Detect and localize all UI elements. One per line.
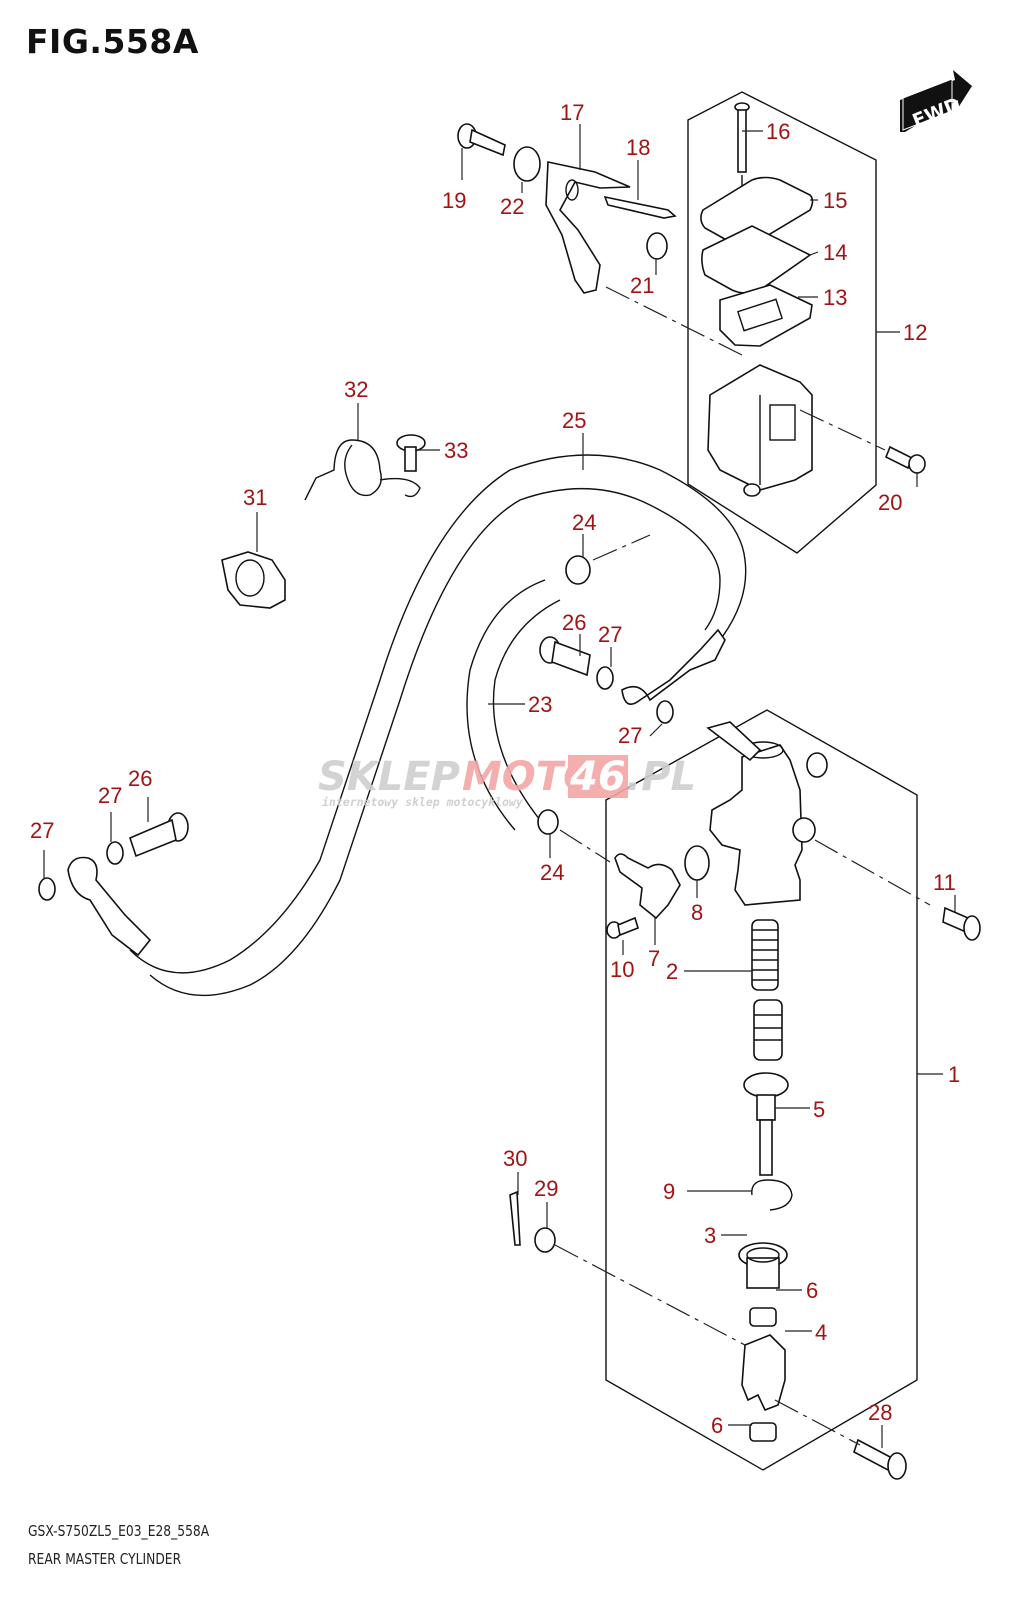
callout-19[interactable]: 19: [442, 188, 466, 213]
callout-20[interactable]: 20: [878, 490, 902, 515]
callout-10[interactable]: 10: [610, 957, 634, 982]
reservoir-hose-part: [466, 579, 561, 831]
callout-28[interactable]: 28: [868, 1400, 892, 1425]
leader-lines: [43, 124, 956, 1448]
callout-labels: 1 2 3 4 5 6 6 7 8 9 10 11 12 13 14 15 16…: [30, 100, 960, 1438]
callout-6-lower[interactable]: 6: [711, 1413, 723, 1438]
callout-24-lower[interactable]: 24: [540, 860, 564, 885]
grommet-part: [513, 146, 541, 182]
callout-21[interactable]: 21: [630, 273, 654, 298]
callout-29[interactable]: 29: [534, 1176, 558, 1201]
banjo-fitting-lower-part: [67, 856, 152, 957]
reservoir-bracket-part: [545, 161, 631, 294]
union-bolt-lower-part: [129, 812, 189, 858]
callout-27-far-left[interactable]: 27: [30, 818, 54, 843]
watermark-part4: .PL: [626, 754, 696, 800]
union-bolt-upper-part: [539, 636, 591, 677]
hose-clamp-31-part: [221, 551, 286, 609]
callout-13[interactable]: 13: [823, 285, 847, 310]
gasket-27b-part: [596, 666, 614, 690]
callout-11[interactable]: 11: [933, 870, 956, 895]
o-ring-part: [684, 845, 710, 881]
gasket-27d-part: [106, 841, 124, 865]
piston-spring-part: [751, 919, 783, 1061]
bracket-bolt-part: [457, 123, 506, 157]
callout-16[interactable]: 16: [766, 119, 790, 144]
watermark-part1: SKLEP: [318, 754, 460, 800]
clevis-pin-part: [853, 1438, 907, 1480]
callout-12[interactable]: 12: [903, 320, 927, 345]
callout-5[interactable]: 5: [813, 1097, 825, 1122]
diaphragm-plate-part: [719, 284, 813, 347]
bracket-cover-part: [603, 195, 677, 219]
screw-33-part: [396, 434, 426, 472]
callout-32[interactable]: 32: [344, 377, 368, 402]
callout-26-lower[interactable]: 26: [128, 766, 152, 791]
callout-2[interactable]: 2: [666, 959, 678, 984]
nut-upper-part: [749, 1307, 777, 1327]
callout-22[interactable]: 22: [500, 194, 524, 219]
model-code: GSX-S750ZL5_E03_E28_558A: [28, 1522, 210, 1540]
gasket-27a-part: [38, 877, 56, 901]
banjo-fitting-upper-part: [621, 628, 726, 706]
callout-1[interactable]: 1: [948, 1062, 960, 1087]
callout-27-right[interactable]: 27: [618, 723, 642, 748]
figure-name: REAR MASTER CYLINDER: [28, 1550, 182, 1568]
callout-31[interactable]: 31: [243, 485, 267, 510]
reservoir-group-outline: [687, 91, 877, 554]
callout-3[interactable]: 3: [704, 1223, 716, 1248]
master-cylinder-group-outline: [605, 709, 918, 1471]
hose-clamp-24-upper-part: [565, 555, 591, 585]
callout-26-upper[interactable]: 26: [562, 610, 586, 635]
mounting-bolt-part: [942, 906, 981, 941]
brake-hose-part: [129, 454, 747, 997]
washer-part: [534, 1227, 556, 1253]
callout-33[interactable]: 33: [444, 438, 468, 463]
watermark-tagline: internetowy sklep motocyklowy: [322, 795, 524, 809]
callout-27-upper[interactable]: 27: [598, 622, 622, 647]
connector-bolt-part: [606, 916, 639, 939]
push-rod-part: [743, 1072, 789, 1176]
callout-9[interactable]: 9: [663, 1179, 675, 1204]
callout-27-left[interactable]: 27: [98, 783, 122, 808]
callout-15[interactable]: 15: [823, 188, 847, 213]
hose-guide-spring-part: [304, 439, 421, 501]
circlip-part: [751, 1179, 793, 1211]
clevis-part: [741, 1334, 786, 1412]
master-cylinder-body-part: [709, 744, 803, 906]
gasket-27c-part: [656, 700, 674, 724]
watermark-part3: 46: [569, 754, 626, 800]
callout-7[interactable]: 7: [648, 946, 660, 971]
cotter-pin-part: [509, 1190, 521, 1246]
cushion-part: [646, 232, 668, 260]
callout-18[interactable]: 18: [626, 135, 650, 160]
callout-30[interactable]: 30: [503, 1146, 527, 1171]
forward-arrow-icon: FWD: [900, 70, 972, 133]
callout-6-upper[interactable]: 6: [806, 1278, 818, 1303]
callout-4[interactable]: 4: [815, 1320, 827, 1345]
hose-connector-part: [614, 853, 681, 920]
watermark: SKLEP MOTO 46 .PL internetowy sklep moto…: [318, 754, 696, 809]
callout-23[interactable]: 23: [528, 692, 552, 717]
callout-8[interactable]: 8: [691, 900, 703, 925]
boot-part: [738, 1242, 788, 1289]
figure-title: FIG.558A: [26, 22, 199, 61]
callout-14[interactable]: 14: [823, 240, 847, 265]
callout-17[interactable]: 17: [560, 100, 584, 125]
nut-lower-part: [749, 1422, 777, 1442]
callout-24-upper[interactable]: 24: [572, 510, 596, 535]
reservoir-bolt-part: [884, 445, 926, 474]
hose-clamp-24-lower-part: [537, 809, 559, 835]
reservoir-cap-part: [700, 176, 814, 246]
callout-25[interactable]: 25: [562, 408, 586, 433]
